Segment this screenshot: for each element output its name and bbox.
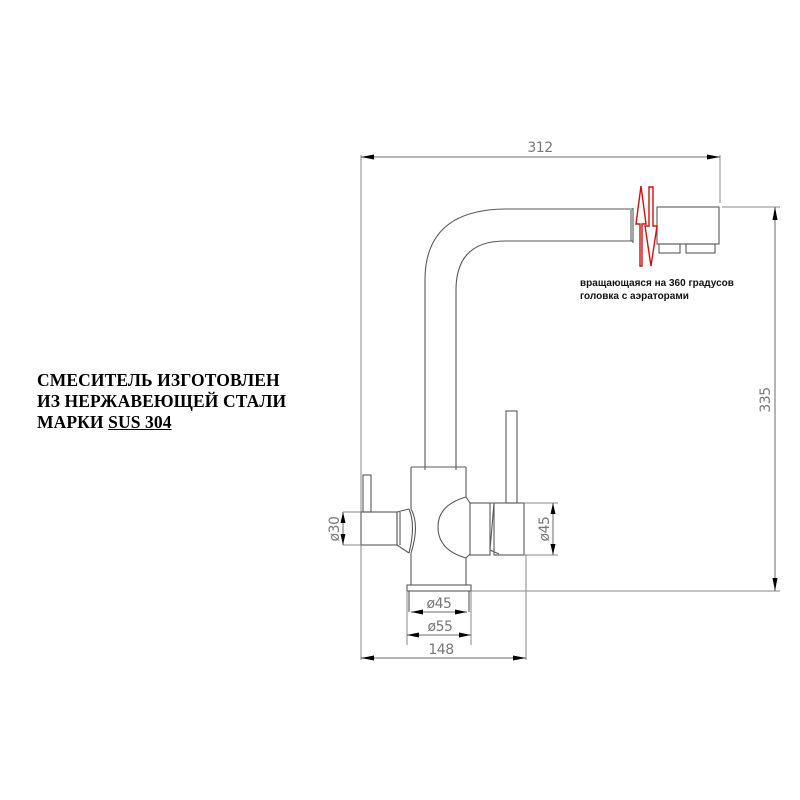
width-dimension-312: 312 [360, 140, 721, 660]
material-note-line-3: МАРКИ SUS 304 [37, 412, 286, 433]
arrow-right-icon [455, 609, 467, 615]
dim-312-label: 312 [527, 140, 552, 156]
arrow-right-icon [513, 655, 526, 661]
arrow-left-icon [361, 154, 374, 160]
dim-base-outer-diameter: ø55 [407, 619, 471, 638]
arrow-left-icon [411, 609, 423, 615]
arrow-down-icon [772, 578, 778, 591]
arrow-down-icon [340, 534, 346, 545]
arrow-right-icon [707, 154, 720, 160]
right-lever [505, 410, 518, 504]
rotation-arrows-icon [635, 185, 658, 267]
material-note-prefix: МАРКИ [37, 412, 109, 432]
aerator-head [656, 206, 720, 254]
dim-o30-label: ø30 [327, 517, 343, 542]
arrow-right-icon [459, 632, 471, 638]
arrow-left-icon [407, 632, 419, 638]
dim-base-inner-diameter: ø45 [411, 596, 467, 615]
left-handle [360, 474, 410, 554]
aerator-2 [685, 243, 716, 254]
dim-right-handle-diameter: ø45 [537, 503, 556, 555]
spout [424, 208, 634, 470]
height-dimension-335: 335 [470, 206, 780, 592]
arrow-up-icon [772, 207, 778, 220]
base [406, 584, 472, 645]
rotating-head-caption: вращающаяся на 360 градусов головка с аэ… [580, 277, 734, 303]
dim-148-label: 148 [428, 642, 453, 658]
arrow-up-icon [550, 503, 556, 514]
caption-line-2: головка с аэраторами [580, 291, 689, 302]
material-note-line-2: ИЗ НЕРЖАВЕЮЩЕЙ СТАЛИ [37, 391, 287, 411]
dim-o45-base-label: ø45 [427, 596, 452, 612]
dim-left-handle-diameter: ø30 [327, 511, 361, 546]
aerator-1 [658, 243, 681, 254]
dim-base-width-148: 148 [361, 642, 526, 661]
caption-line-1: вращающаяся на 360 градусов [580, 278, 734, 289]
dim-335-label: 335 [758, 387, 774, 412]
mixer-body [408, 466, 467, 585]
left-lever [362, 474, 372, 513]
material-note-line-1: СМЕСИТЕЛЬ ИЗГОТОВЛЕН [37, 370, 280, 390]
arrow-left-icon [361, 655, 374, 661]
arrow-up-icon [340, 512, 346, 523]
steel-grade: SUS 304 [108, 412, 172, 432]
material-note: СМЕСИТЕЛЬ ИЗГОТОВЛЕН ИЗ НЕРЖАВЕЮЩЕЙ СТАЛ… [37, 370, 286, 433]
arrow-down-icon [550, 544, 556, 555]
dim-o45-right-label: ø45 [537, 517, 553, 542]
dim-o55-label: ø55 [428, 619, 453, 635]
right-handle [465, 410, 558, 660]
